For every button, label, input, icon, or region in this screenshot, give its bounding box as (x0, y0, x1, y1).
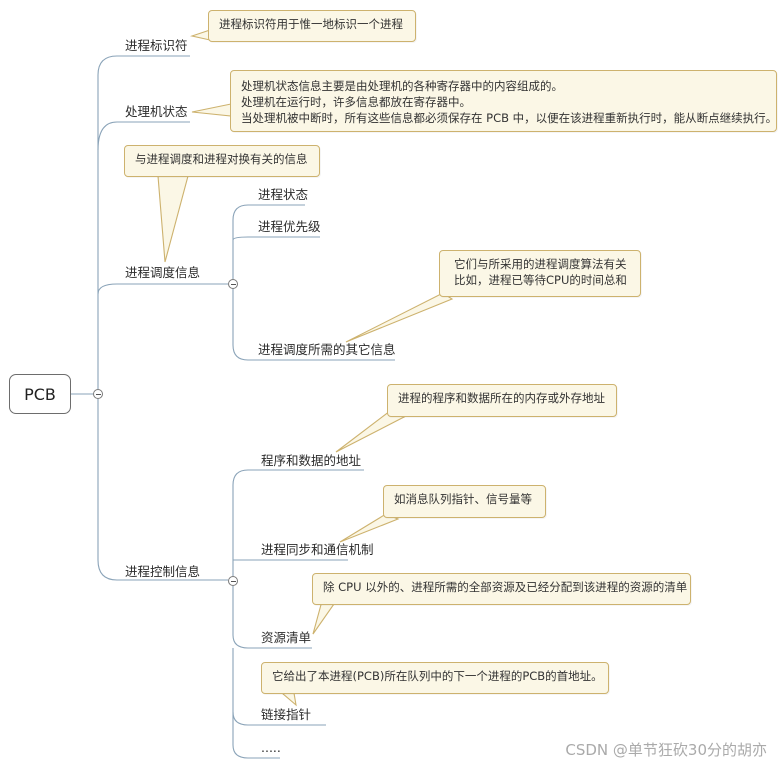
root-node-pcb[interactable]: PCB (9, 374, 71, 414)
branch-process-identifier[interactable]: 进程标识符 (125, 38, 188, 53)
note-process-identifier: 进程标识符用于惟一地标识一个进程 (208, 10, 416, 42)
child-program-data-address[interactable]: 程序和数据的地址 (261, 453, 362, 468)
branch-control-info[interactable]: 进程控制信息 (125, 564, 201, 579)
note-sync-comm-mechanism: 如消息队列指针、信号量等 (383, 485, 546, 518)
note-line: 当处理机被中断时，所有这些信息都必须保存在 PCB 中，以便在该进程重新执行时，… (241, 111, 778, 125)
note-line: 它们与所采用的进程调度算法有关 (454, 257, 627, 271)
note-line: 进程标识符用于惟一地标识一个进程 (219, 17, 403, 31)
note-line: 如消息队列指针、信号量等 (394, 492, 532, 506)
note-other-scheduling-info: 它们与所采用的进程调度算法有关 比如，进程已等待CPU的时间总和 (439, 250, 641, 297)
note-processor-state: 处理机状态信息主要是由处理机的各种寄存器中的内容组成的。 处理机在运行时，许多信… (230, 70, 777, 132)
note-resource-list: 除 CPU 以外的、进程所需的全部资源及已经分配到该进程的资源的清单 (312, 573, 691, 605)
child-more[interactable]: ..... (261, 740, 281, 755)
collapse-toggle-control[interactable] (228, 576, 238, 586)
note-program-data-address: 进程的程序和数据所在的内存或外存地址 (387, 384, 617, 417)
child-sync-comm-mechanism[interactable]: 进程同步和通信机制 (261, 542, 374, 557)
note-scheduling-info: 与进程调度和进程对换有关的信息 (124, 145, 320, 177)
collapse-toggle-scheduling[interactable] (228, 279, 238, 289)
note-line: 比如，进程已等待CPU的时间总和 (454, 273, 627, 287)
branch-scheduling-info[interactable]: 进程调度信息 (125, 265, 201, 280)
note-line: 与进程调度和进程对换有关的信息 (135, 152, 308, 166)
child-process-priority[interactable]: 进程优先级 (258, 219, 321, 234)
branch-processor-state[interactable]: 处理机状态 (125, 104, 188, 119)
note-line: 进程的程序和数据所在的内存或外存地址 (398, 391, 605, 405)
note-line: 除 CPU 以外的、进程所需的全部资源及已经分配到该进程的资源的清单 (323, 580, 688, 594)
note-line: 处理机状态信息主要是由处理机的各种寄存器中的内容组成的。 (241, 79, 563, 93)
watermark: CSDN @单节狂砍30分的胡亦 (565, 741, 767, 759)
note-line: 它给出了本进程(PCB)所在队列中的下一个进程的PCB的首地址。 (272, 669, 603, 683)
collapse-toggle-root[interactable] (93, 389, 103, 399)
child-other-scheduling-info[interactable]: 进程调度所需的其它信息 (258, 342, 396, 357)
note-link-pointer: 它给出了本进程(PCB)所在队列中的下一个进程的PCB的首地址。 (261, 662, 609, 694)
note-line: 处理机在运行时，许多信息都放在寄存器中。 (241, 95, 471, 109)
child-process-state[interactable]: 进程状态 (258, 187, 309, 202)
child-resource-list[interactable]: 资源清单 (261, 630, 312, 645)
child-link-pointer[interactable]: 链接指针 (261, 707, 312, 722)
